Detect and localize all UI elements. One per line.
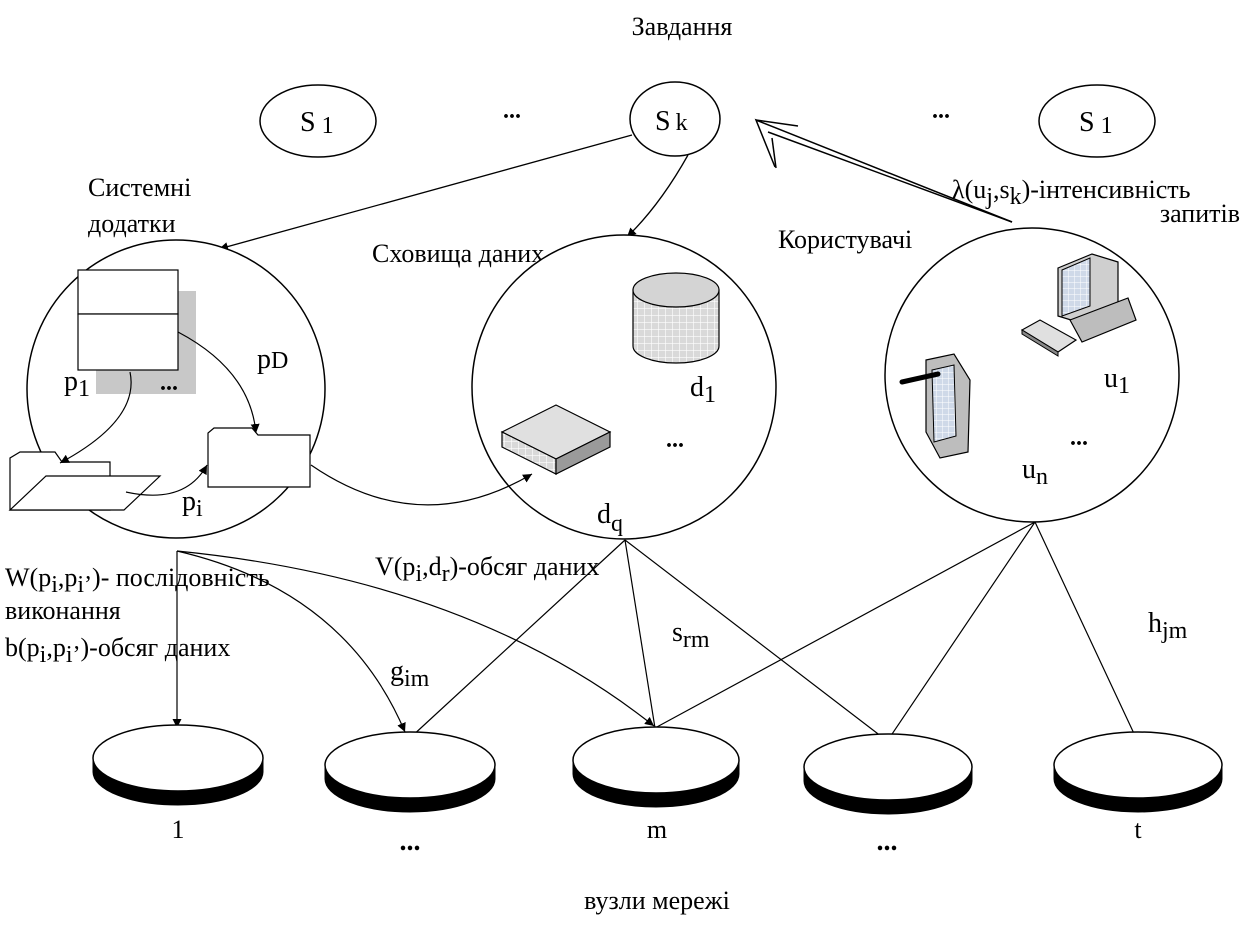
- arrow-folder-to-storage: [310, 464, 533, 506]
- label-un: un: [1022, 454, 1048, 490]
- label-h: hjm: [1148, 608, 1188, 644]
- tablet-icon: [899, 353, 971, 459]
- label-pi: pi: [182, 486, 203, 522]
- node-label: t: [1134, 815, 1142, 844]
- label-p1: p1: [64, 366, 90, 402]
- folder-icon: [207, 427, 311, 488]
- network-node: [92, 724, 264, 806]
- database-icon: [632, 272, 720, 364]
- node-label: ...: [877, 826, 898, 857]
- tasks-ellipsis-right: ...: [932, 98, 950, 124]
- svg-text:S1: S1: [1079, 107, 1113, 139]
- label-g: gim: [390, 656, 430, 692]
- label-pD: pD: [257, 344, 288, 375]
- label-u1: u1: [1104, 363, 1130, 399]
- storage-ellipsis: ...: [666, 427, 684, 453]
- arrow-sk-to-apps: [218, 134, 633, 251]
- node-label: 1: [172, 815, 185, 844]
- storage-device-icon: [500, 404, 612, 475]
- data-storage-label: Сховища даних: [372, 239, 544, 268]
- node-label: m: [647, 815, 667, 844]
- users-label: Користувачі: [778, 225, 912, 254]
- storage-volume-annotation: V(pi,dr)-обсяг даних: [375, 552, 599, 587]
- request-rate-label: λ(uj,sk)-інтенсивність: [952, 175, 1191, 210]
- system-apps-label: Системні: [88, 173, 191, 202]
- label-dq: dq: [597, 499, 623, 537]
- diagram-title: Завдання: [632, 12, 733, 41]
- apps-ellipsis: ...: [160, 370, 178, 396]
- svg-text:S1: S1: [300, 107, 334, 139]
- volume-annotation: b(pi,pi’)-обсяг даних: [5, 633, 230, 668]
- tasks-ellipsis-left: ...: [503, 98, 521, 124]
- sequence-annotation-2: виконання: [5, 596, 121, 625]
- svg-text:Sk: Sk: [655, 106, 688, 137]
- network-nodes-title: вузли мережі: [584, 886, 730, 915]
- request-arrow: [754, 118, 1013, 223]
- network-node: [803, 733, 973, 815]
- users-ellipsis: ...: [1070, 425, 1088, 451]
- request-rate-label-2: запитів: [1160, 199, 1240, 228]
- network-node: [1053, 731, 1223, 813]
- desktop-computer-icon: [1020, 253, 1137, 357]
- system-apps-label-2: додатки: [88, 209, 176, 238]
- label-s: srm: [672, 617, 710, 653]
- application-window-icon: [77, 269, 179, 371]
- node-label: ...: [400, 826, 421, 857]
- network-node: [572, 726, 740, 808]
- arrow-sk-to-storage: [626, 154, 689, 238]
- sequence-annotation: W(pi,pi’)- послідовність: [5, 563, 270, 598]
- label-d1: d1: [690, 372, 716, 408]
- data-storage-circle: [471, 234, 777, 540]
- open-folder-icon: [8, 451, 162, 511]
- network-node: [324, 731, 496, 813]
